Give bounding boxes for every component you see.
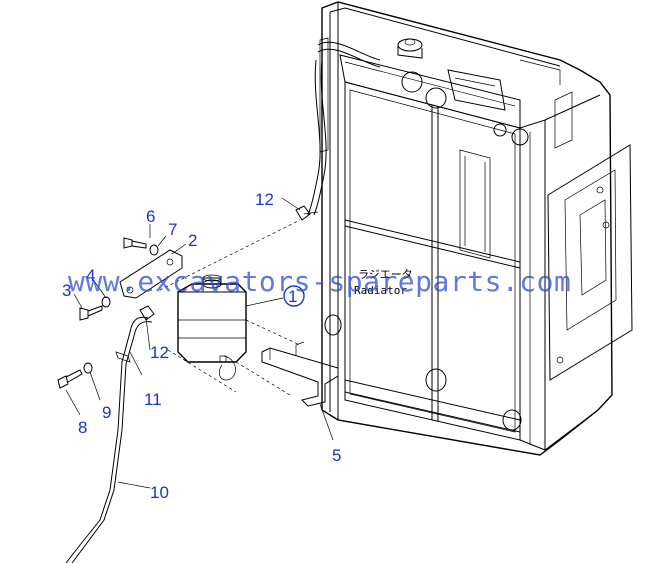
callout-9: 9 — [102, 403, 111, 422]
clip-upper — [295, 205, 319, 221]
radiator-label-jp: ラジエータ — [358, 268, 413, 281]
callout-1-circle — [283, 285, 305, 307]
radiator-label-en: Radiator — [354, 284, 407, 297]
callout-7: 7 — [168, 220, 177, 239]
washer-7 — [149, 244, 159, 256]
radiator — [317, 1, 633, 456]
washer-4 — [101, 296, 111, 308]
leader-lines — [65, 197, 334, 489]
callout-4: 4 — [86, 266, 95, 285]
drain-pipe — [115, 316, 153, 365]
watermark-text: www.excavators-spareparts.com — [68, 265, 571, 298]
callout-3: 3 — [62, 281, 71, 300]
mounting-plate — [119, 249, 183, 299]
callout-2: 2 — [188, 231, 197, 250]
reservoir-tank — [177, 274, 247, 381]
tank-bracket — [261, 341, 339, 407]
washer-9 — [83, 362, 93, 374]
callout-12-upper: 12 — [255, 190, 274, 209]
bolt-6 — [123, 237, 147, 249]
bolt-3 — [79, 305, 103, 321]
callout-12-lower: 12 — [150, 343, 169, 362]
clip-lower — [139, 305, 155, 321]
callout-10: 10 — [150, 483, 169, 502]
callout-11: 11 — [144, 390, 162, 409]
overflow-hose-lower — [65, 361, 127, 563]
callout-1: 1 — [288, 287, 297, 306]
callout-8: 8 — [78, 418, 87, 437]
callout-6: 6 — [146, 207, 155, 226]
overflow-hose-upper — [307, 59, 327, 216]
bolt-8 — [57, 369, 83, 389]
callout-5: 5 — [332, 446, 341, 465]
